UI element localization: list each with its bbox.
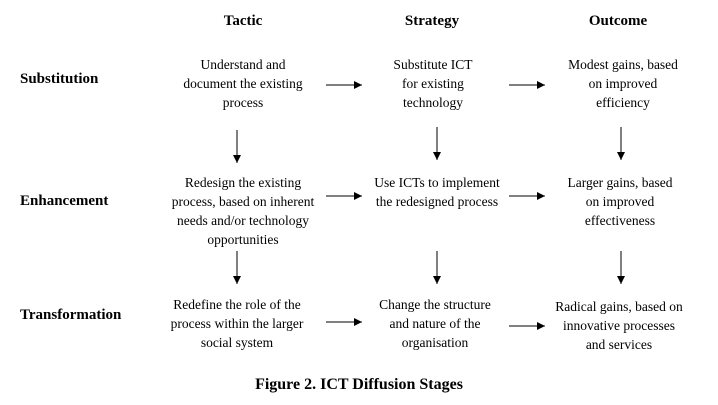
- column-header-strategy: Strategy: [404, 13, 460, 29]
- cell-line: Modest gains, based: [568, 57, 678, 72]
- cell-line: document the existing: [183, 76, 303, 91]
- cell-line: Larger gains, based: [567, 175, 673, 190]
- cell-line: Change the structure: [379, 297, 491, 312]
- cell-line: and nature of the: [389, 316, 481, 331]
- cell-transformation-outcome: Radical gains, based on innovative proce…: [555, 297, 682, 354]
- row-header-substitution: Substitution: [20, 71, 99, 87]
- cell-line: the redesigned process: [375, 194, 499, 209]
- cell-line: Understand and: [200, 57, 286, 72]
- cell-line: on improved: [585, 194, 655, 209]
- cell-line: Substitute ICT: [393, 57, 473, 72]
- cell-line: efficiency: [596, 95, 650, 110]
- cell-line: on improved: [588, 76, 658, 91]
- cell-transformation-tactic: Redefine the role of the process within …: [171, 295, 304, 352]
- cell-line: needs and/or technology: [177, 213, 309, 228]
- cell-enhancement-outcome: Larger gains, based on improved effectiv…: [567, 173, 672, 230]
- cell-line: organisation: [401, 335, 469, 350]
- cell-line: Use ICTs to implement: [374, 175, 500, 190]
- cell-enhancement-strategy: Use ICTs to implement the redesigned pro…: [374, 173, 499, 211]
- cell-substitution-strategy: Substitute ICT for existing technology: [393, 55, 472, 112]
- cell-line: opportunities: [207, 232, 279, 247]
- cell-line: for existing: [402, 76, 464, 91]
- column-header-outcome: Outcome: [588, 13, 648, 29]
- cell-line: Redefine the role of the: [173, 297, 301, 312]
- cell-transformation-strategy: Change the structure and nature of the o…: [379, 295, 491, 352]
- cell-line: technology: [402, 95, 463, 110]
- figure-caption: Figure 2. ICT Diffusion Stages: [255, 376, 463, 393]
- column-header-tactic: Tactic: [223, 13, 263, 29]
- cell-line: process: [222, 95, 264, 110]
- row-header-enhancement: Enhancement: [20, 193, 109, 209]
- cell-enhancement-tactic: Redesign the existing process, based on …: [172, 173, 314, 249]
- cell-line: Redesign the existing: [184, 175, 302, 190]
- cell-substitution-outcome: Modest gains, based on improved efficien…: [568, 55, 678, 112]
- row-header-transformation: Transformation: [20, 307, 122, 323]
- cell-line: effectiveness: [584, 213, 656, 228]
- cell-line: social system: [200, 335, 274, 350]
- cell-line: process within the larger: [170, 316, 304, 331]
- cell-substitution-tactic: Understand and document the existing pro…: [183, 55, 302, 112]
- cell-line: and services: [585, 337, 653, 352]
- cell-line: innovative processes: [562, 318, 676, 333]
- cell-line: process, based on inherent: [171, 194, 315, 209]
- cell-line: Radical gains, based on: [555, 299, 683, 314]
